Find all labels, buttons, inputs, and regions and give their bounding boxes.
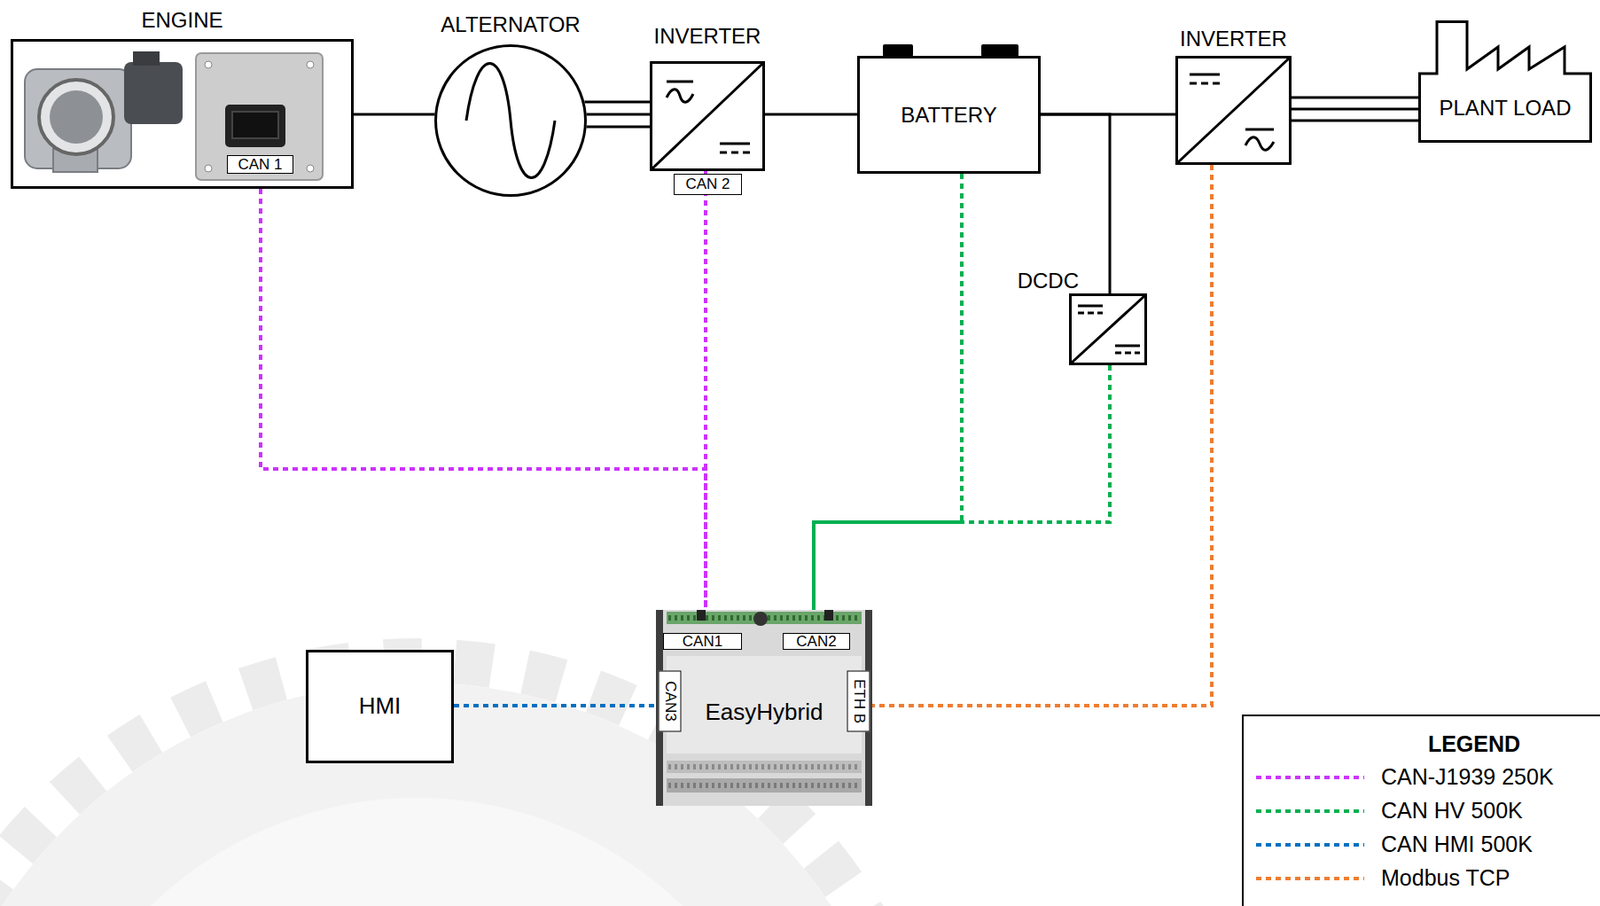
legend-text: Modbus TCP	[1381, 865, 1510, 891]
ecu-plate	[195, 53, 323, 180]
port-label: CAN 1	[226, 155, 294, 174]
legend-text: CAN-J1939 250K	[1381, 764, 1554, 790]
legend-sample-line	[1256, 876, 1365, 881]
legend-sample	[1256, 806, 1366, 816]
connector	[705, 171, 707, 610]
label-text: LEGEND	[1428, 731, 1521, 758]
legend-box: CAN-J1939 250K CAN HV 500K CAN HMI 500K Mod…	[1241, 714, 1600, 906]
text-area	[13, 41, 352, 187]
legend-text: CAN HV 500K	[1381, 797, 1523, 824]
power-line	[1291, 108, 1419, 111]
throttle-body-picture	[24, 51, 183, 172]
legend-sample-line	[1256, 842, 1365, 847]
node-title: ALTERNATOR	[440, 12, 580, 38]
port-label: CAN3	[657, 670, 681, 732]
inverter-box: INVERTER	[649, 61, 765, 172]
inverter-symbol	[652, 63, 763, 169]
legend-sample	[1256, 874, 1366, 883]
signal-line	[813, 365, 1110, 610]
power-line	[1291, 119, 1419, 123]
port-label: ETH B	[847, 670, 871, 732]
legend-sample	[1256, 772, 1366, 782]
signal-line	[703, 171, 708, 610]
node-label: EasyHybrid	[705, 699, 824, 726]
controller-device	[655, 609, 873, 806]
label-text: CAN2	[796, 632, 836, 651]
alternator-circle: ALTERNATOR	[434, 44, 587, 197]
port-label: CAN2	[782, 632, 851, 650]
power-line	[764, 113, 858, 117]
connector	[813, 173, 962, 610]
power-line	[586, 125, 650, 129]
legend-title: LEGEND	[1385, 728, 1563, 759]
text-area	[652, 63, 763, 169]
factory-outline	[1420, 22, 1592, 142]
connector	[584, 101, 650, 127]
text-area: BATTERY	[859, 58, 1039, 172]
node-label: PLANT LOAD	[1439, 95, 1572, 121]
connector	[872, 164, 1212, 706]
text-area	[1178, 58, 1289, 163]
port-label: CAN1	[663, 632, 742, 650]
signal-line	[260, 188, 706, 610]
label-text: ETH B	[850, 678, 868, 723]
plant-load-factory: PLANT LOAD	[1418, 20, 1593, 143]
connector	[764, 114, 858, 116]
text-area	[1071, 296, 1145, 363]
connector	[353, 114, 435, 116]
label-text: CAN 2	[685, 175, 730, 194]
connector	[453, 705, 656, 707]
text-area	[437, 46, 585, 195]
connector	[813, 365, 1110, 610]
node-title: INVERTER	[1179, 26, 1288, 52]
hmi-box: HMI	[305, 649, 454, 764]
signal-line	[453, 703, 656, 708]
node-title: INVERTER	[654, 23, 762, 49]
connector	[1291, 97, 1419, 121]
connector	[1040, 114, 1110, 294]
power-line	[584, 101, 650, 104]
signal-line	[813, 173, 962, 610]
text-area: HMI	[308, 652, 452, 761]
power-line	[1040, 114, 1110, 294]
node-label: HMI	[359, 693, 402, 720]
inverter-symbol	[1178, 58, 1289, 163]
node-label: BATTERY	[900, 102, 997, 128]
label-text: CAN3	[660, 680, 679, 721]
connector	[260, 188, 706, 610]
port-label: CAN 2	[673, 173, 742, 196]
legend-text: CAN HMI 500K	[1381, 831, 1533, 858]
signal-line	[872, 164, 1212, 706]
node-title: DCDC	[1017, 268, 1079, 294]
power-line	[353, 113, 435, 117]
node-title: ENGINE	[140, 7, 223, 33]
power-line	[586, 113, 650, 117]
legend-sample-line	[1256, 775, 1365, 780]
engine-box: ENGINE	[10, 39, 354, 189]
sine-symbol	[466, 63, 555, 179]
battery-box: BATTERY	[857, 55, 1041, 174]
dcdc-symbol	[1071, 296, 1145, 363]
inverter-box: INVERTER	[1175, 55, 1292, 165]
dcdc-box: DCDC	[1069, 293, 1148, 366]
label-text: CAN 1	[237, 156, 282, 174]
legend-sample	[1256, 840, 1366, 850]
legend-sample-line	[1256, 809, 1365, 813]
label-text: CAN1	[682, 632, 723, 651]
text-area: PLANT LOAD	[1418, 73, 1593, 143]
battery-terminals	[882, 44, 1019, 57]
power-line	[1291, 96, 1419, 100]
